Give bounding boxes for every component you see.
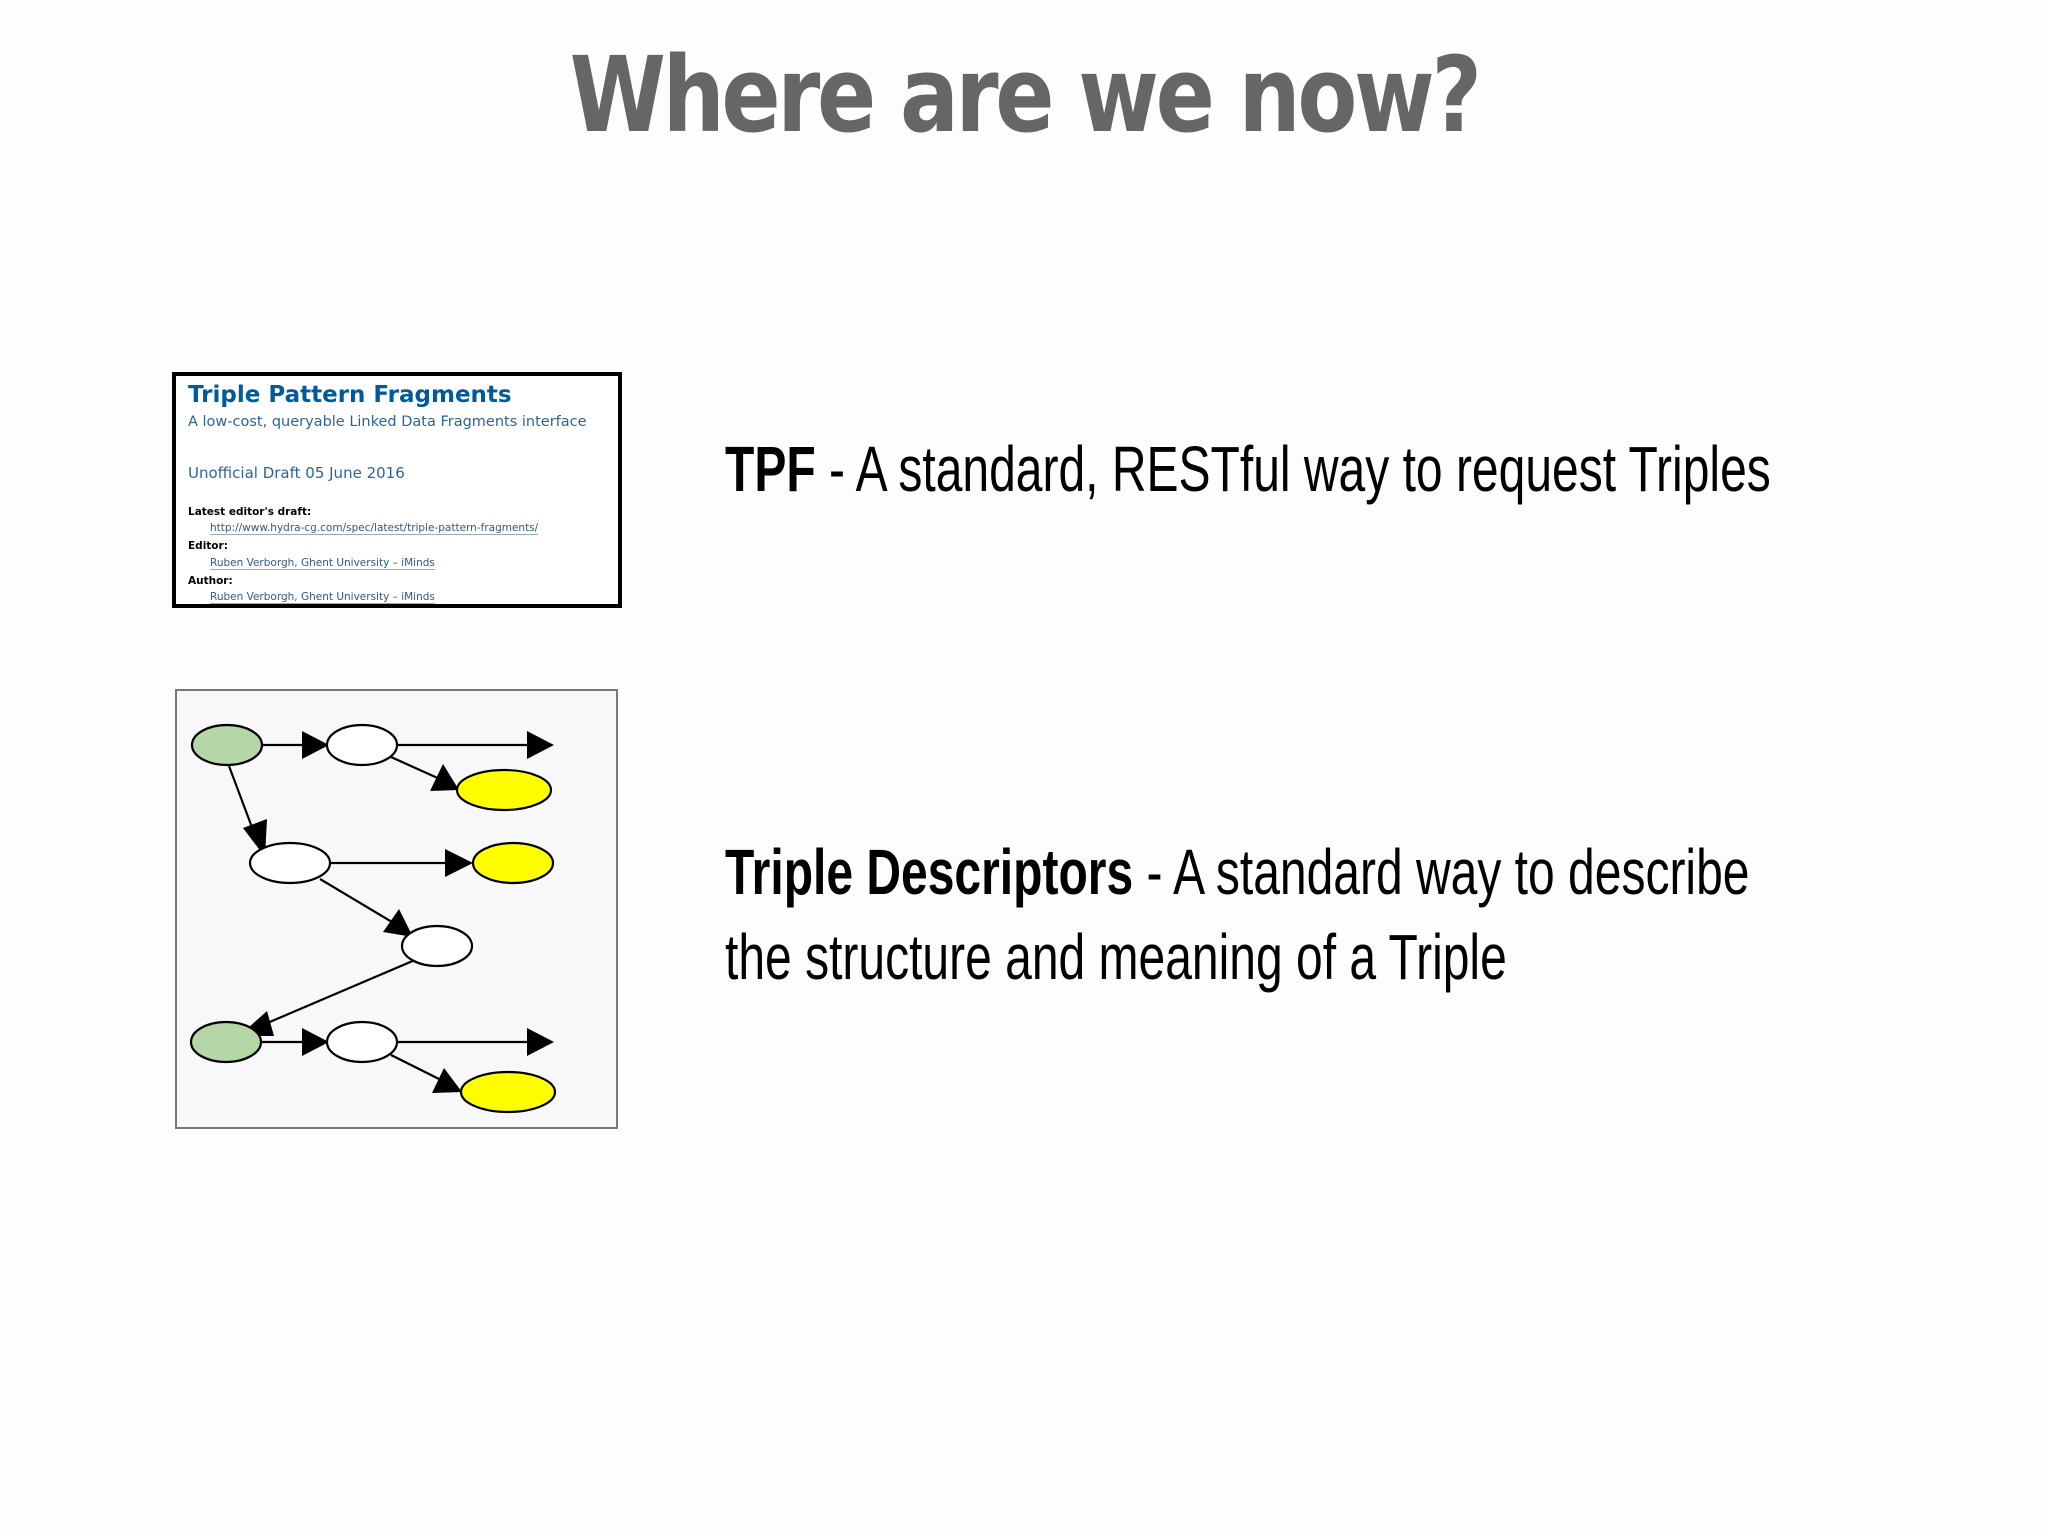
author-link: Ruben Verborgh, Ghent University – iMind… bbox=[210, 591, 435, 604]
slide-title: Where are we now? bbox=[0, 30, 2048, 160]
latest-draft-link: http://www.hydra-cg.com/spec/latest/trip… bbox=[210, 522, 539, 535]
tpf-spec-subtitle: A low-cost, queryable Linked Data Fragme… bbox=[188, 414, 587, 430]
bullet-triple-descriptors: Triple Descriptors - A standard way to d… bbox=[725, 835, 1749, 909]
bullet-tpf-term: TPF bbox=[725, 433, 816, 505]
editor-link: Ruben Verborgh, Ghent University – iMind… bbox=[210, 557, 435, 570]
slide-title-text: Where are we now? bbox=[569, 34, 1481, 156]
white-node bbox=[248, 841, 332, 885]
bullet-td-term: Triple Descriptors bbox=[725, 836, 1134, 908]
green-node bbox=[190, 723, 264, 767]
tpf-spec-draft-date: Unofficial Draft 05 June 2016 bbox=[188, 464, 405, 482]
bullet-tpf: TPF - A standard, RESTful way to request… bbox=[725, 432, 1771, 506]
tpf-spec-thumbnail: Triple Pattern Fragments A low-cost, que… bbox=[172, 372, 622, 608]
yellow-node bbox=[459, 1070, 557, 1114]
tpf-spec-title: Triple Pattern Fragments bbox=[188, 382, 512, 408]
arrowheads bbox=[239, 731, 554, 1093]
white-node bbox=[325, 1020, 399, 1064]
bullet-td-text-line2: the structure and meaning of a Triple bbox=[725, 921, 1507, 993]
green-node bbox=[189, 1020, 263, 1064]
author-label: Author: bbox=[188, 575, 233, 587]
latest-draft-label: Latest editor's draft: bbox=[188, 506, 312, 518]
bullet-td-text: - A standard way to describe bbox=[1133, 836, 1750, 908]
yellow-node bbox=[455, 768, 553, 812]
white-node bbox=[400, 924, 474, 968]
bullet-triple-descriptors-line2: the structure and meaning of a Triple bbox=[725, 920, 1507, 994]
graph-svg bbox=[189, 723, 557, 1114]
editor-label: Editor: bbox=[188, 540, 228, 552]
triple-descriptor-graph-diagram bbox=[175, 689, 618, 1129]
bullet-tpf-text: - A standard, RESTful way to request Tri… bbox=[815, 433, 1771, 505]
yellow-node bbox=[471, 841, 555, 885]
white-node bbox=[325, 723, 399, 767]
